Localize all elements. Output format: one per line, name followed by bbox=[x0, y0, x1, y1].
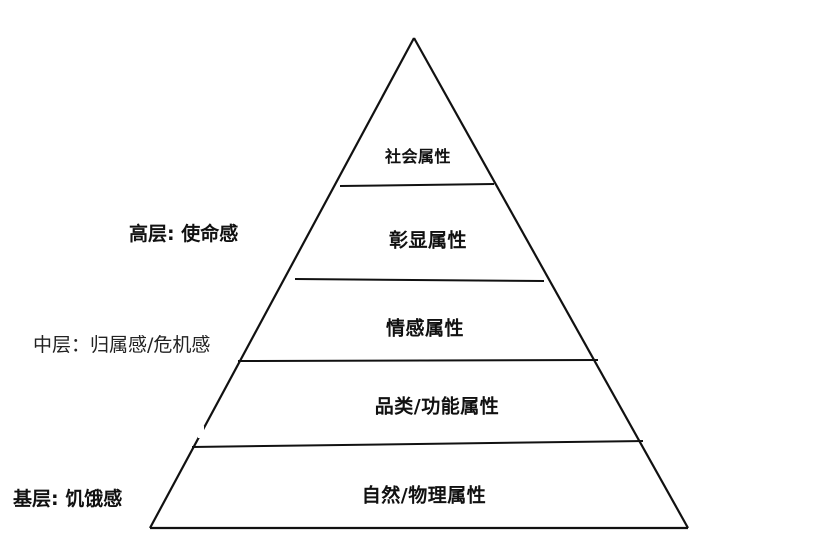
layer-label-display: 彰显属性 bbox=[388, 229, 468, 252]
edge-gap-mark bbox=[198, 426, 204, 438]
layer-label-emotion: 情感属性 bbox=[385, 317, 465, 340]
pyramid-right-edge bbox=[413, 37, 689, 529]
pyramid-left-edge bbox=[149, 37, 415, 529]
divider-line-4 bbox=[191, 440, 644, 448]
layer-label-category-function: 品类/功能属性 bbox=[374, 395, 500, 418]
side-label-high: 高层: 使命感 bbox=[129, 223, 239, 245]
divider-line-2 bbox=[294, 278, 545, 282]
side-label-base: 基层: 饥饿感 bbox=[13, 488, 123, 510]
side-label-middle: 中层：归属感/危机感 bbox=[33, 334, 211, 356]
layer-label-social: 社会属性 bbox=[384, 147, 452, 166]
layer-label-natural-physical: 自然/物理属性 bbox=[361, 484, 487, 507]
divider-line-1 bbox=[339, 183, 495, 187]
divider-line-3 bbox=[237, 359, 599, 362]
